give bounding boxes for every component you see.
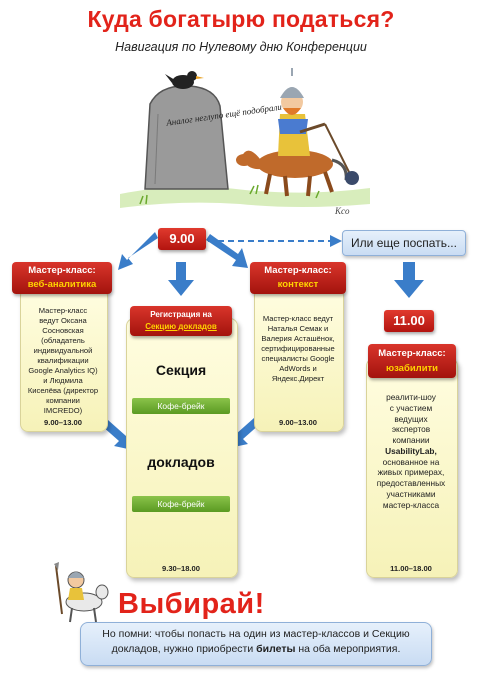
card-web-analytics — [20, 288, 108, 432]
usability-time: 11.00–18.00 — [390, 564, 432, 573]
late-time-badge: 11.00 — [384, 310, 434, 332]
card-usability — [366, 358, 458, 578]
sections-word-2: докладов — [147, 454, 215, 470]
usability-head-line2: юзабилити — [385, 363, 439, 374]
note-text-2: на оба мероприятия. — [295, 642, 401, 655]
coffee-break-2: Кофе-брейк — [132, 496, 230, 512]
mace-icon — [324, 123, 359, 185]
ticket-note: Но помни: чтобы попасть на один из масте… — [80, 622, 432, 666]
usability-line: ведущих — [394, 413, 428, 424]
sleep-option-box: Или еще поспать... — [342, 230, 466, 256]
knight-icon — [278, 68, 326, 156]
artist-signature: Kco — [334, 206, 350, 216]
header-sections: Регистрация на Секцию докладов — [130, 306, 232, 336]
start-time-badge: 9.00 — [158, 228, 206, 250]
context-line: Мастер-класс ведут — [262, 314, 334, 323]
sections-word-1: Секция — [155, 362, 207, 378]
web-line: Мастер-класс — [38, 306, 88, 315]
context-line: Наталья Семак и — [267, 324, 329, 334]
web-line: Сосновская — [42, 326, 84, 336]
header-usability: Мастер-класс: юзабилити — [368, 344, 456, 378]
card-context — [254, 288, 344, 432]
usability-line: живых примерах, — [377, 467, 445, 478]
coffee-break-1: Кофе-брейк — [132, 398, 230, 414]
web-line: IMCREDO) — [43, 406, 83, 416]
note-bold: билеты — [256, 642, 296, 655]
usability-line: предоставленных — [376, 478, 446, 489]
context-line: AdWords и — [279, 364, 317, 374]
header-web-analytics: Мастер-класс: веб-аналитика — [12, 262, 112, 294]
page-title: Куда богатырю податься? — [87, 6, 395, 32]
card-sections — [126, 318, 238, 578]
note-text-1: Но помни: чтобы попасть на один из масте… — [102, 628, 410, 655]
web-line: Киселёва (директор — [27, 386, 99, 396]
usability-head-line1: Мастер-класс: — [378, 348, 446, 359]
web-line: компании — [46, 396, 80, 406]
web-time: 9.00–13.00 — [43, 418, 82, 427]
horse-icon — [236, 150, 348, 197]
web-head-line1: Мастер-класс: — [28, 265, 96, 276]
usability-company: UsabilityLab, — [385, 445, 437, 456]
arrow-to-sections-icon — [168, 262, 194, 296]
sections-time: 9.30–18.00 — [161, 564, 200, 573]
usability-line: с участием — [389, 402, 433, 413]
web-line: и Людмила — [43, 376, 83, 386]
web-head-line2: веб-аналитика — [27, 279, 97, 290]
usability-line: основанное на — [382, 456, 440, 467]
web-line: квалификации — [37, 356, 89, 366]
small-knight-mascot-icon — [54, 562, 109, 623]
web-line: ведут Оксана — [39, 316, 87, 326]
web-description: Мастер-класс ведут Оксана Сосновская (об… — [22, 306, 104, 416]
arrow-web-to-sections-icon — [102, 420, 133, 450]
context-line: специалисты Google — [261, 354, 335, 364]
usability-line: экспертов — [391, 424, 431, 435]
sections-head-line2: Секцию докладов — [145, 322, 217, 331]
choose-heading: Выбирай! — [118, 588, 265, 620]
usability-description: реалити-шоу с участием ведущих экспертов… — [368, 392, 454, 511]
web-line: индивидуальной — [33, 346, 93, 356]
knight-at-stone-illustration: Аналог неглупо ещё подобрали Kco — [120, 68, 370, 216]
web-line: Google Analytics IQ) — [28, 366, 98, 376]
usability-line: участниками — [386, 489, 436, 500]
sections-head-line1: Регистрация на — [150, 310, 212, 319]
context-description: Мастер-класс ведут Наталья Семак и Валер… — [255, 314, 341, 384]
arrow-to-context-icon — [206, 234, 248, 268]
page-subtitle: Навигация по Нулевому дню Конференции — [115, 40, 367, 54]
context-head-line2: контекст — [277, 279, 319, 290]
context-head-line1: Мастер-класс: — [264, 265, 332, 276]
arrow-to-web-icon — [118, 232, 158, 270]
context-line: сертифицированные — [261, 344, 335, 354]
arrow-to-late-icon — [394, 262, 424, 298]
usability-line: мастер-класса — [382, 499, 440, 510]
context-time: 9.00–13.00 — [278, 418, 317, 427]
context-line: Валерия Асташёнок, — [261, 334, 335, 344]
usability-line: реалити-шоу — [386, 392, 436, 402]
usability-line: компании — [392, 435, 430, 446]
web-line: (обладатель — [41, 336, 85, 346]
header-context: Мастер-класс: контекст — [250, 262, 346, 294]
crow-icon — [165, 71, 204, 89]
context-line: Яндекс.Директ — [271, 374, 325, 384]
